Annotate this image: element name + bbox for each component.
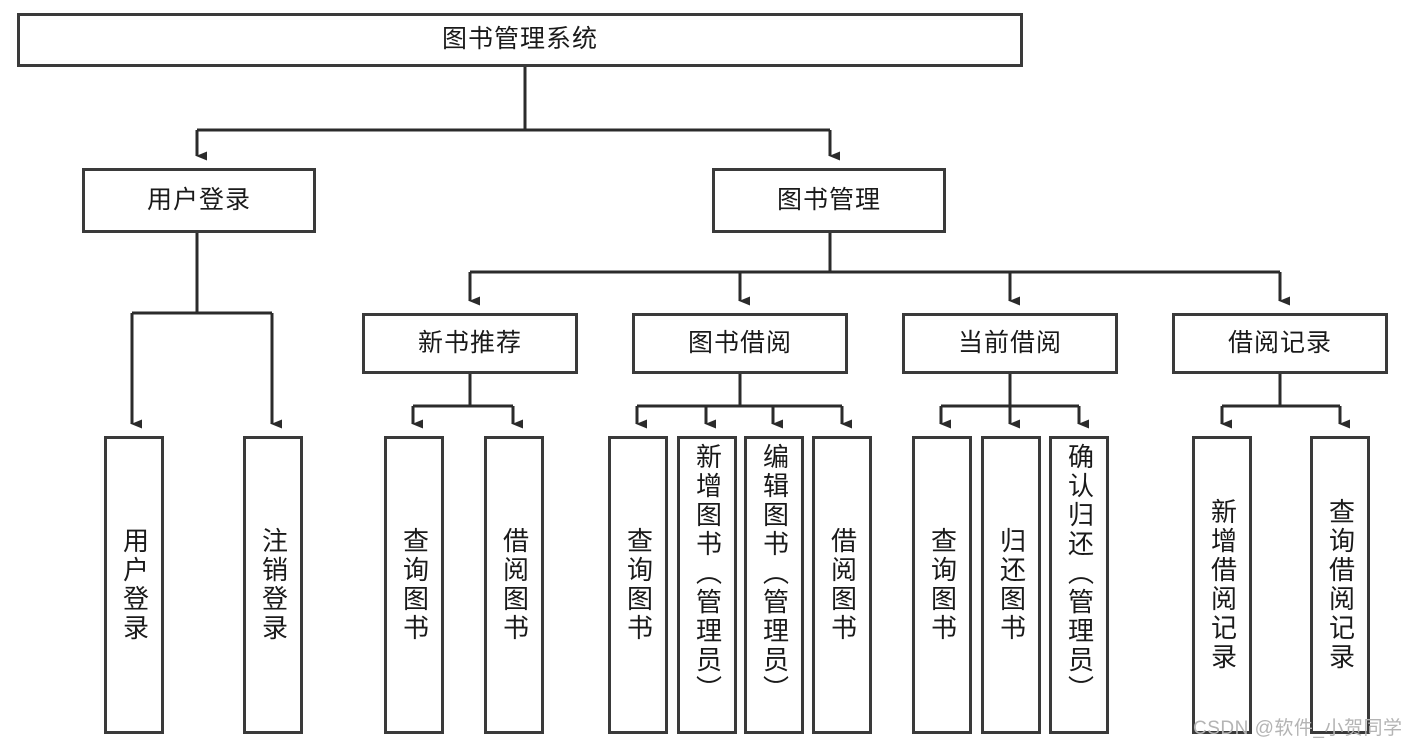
node-user-login[interactable]: 用户登录 (82, 168, 316, 233)
root-book-management-system[interactable]: 图书管理系统 (17, 13, 1023, 67)
leaf-query-book-2[interactable]: 查询图书 (608, 436, 668, 734)
node-book-borrow-label: 图书借阅 (687, 328, 792, 357)
leaf-add-borrow-record[interactable]: 新增借阅记录 (1192, 436, 1252, 734)
leaf-return-book[interactable]: 归还图书 (981, 436, 1041, 734)
leaf-confirm-return-admin-label: 确认归还（管理员） (1064, 443, 1095, 704)
leaf-edit-book-admin[interactable]: 编辑图书（管理员） (744, 436, 804, 734)
node-book-borrow[interactable]: 图书借阅 (632, 313, 848, 374)
node-new-book-recommendation[interactable]: 新书推荐 (362, 313, 578, 374)
leaf-borrow-book-1-label: 借阅图书 (499, 527, 530, 643)
node-current-borrow[interactable]: 当前借阅 (902, 313, 1118, 374)
leaf-user-login[interactable]: 用户登录 (104, 436, 164, 734)
leaf-edit-book-admin-label: 编辑图书（管理员） (759, 443, 790, 704)
leaf-query-book-2-label: 查询图书 (623, 527, 654, 643)
leaf-user-login-label: 用户登录 (119, 527, 150, 643)
leaf-query-book-1-label: 查询图书 (399, 527, 430, 643)
csdn-watermark: CSDN @软件_小贺同学 (1193, 718, 1403, 739)
leaf-add-borrow-record-label: 新增借阅记录 (1207, 498, 1238, 672)
leaf-query-book-3[interactable]: 查询图书 (912, 436, 972, 734)
leaf-add-book-admin[interactable]: 新增图书（管理员） (677, 436, 737, 734)
leaf-query-borrow-record[interactable]: 查询借阅记录 (1310, 436, 1370, 734)
node-user-login-label: 用户登录 (146, 185, 251, 214)
leaf-add-book-admin-label: 新增图书（管理员） (692, 443, 723, 704)
node-borrow-record-label: 借阅记录 (1227, 328, 1332, 357)
node-borrow-record[interactable]: 借阅记录 (1172, 313, 1388, 374)
leaf-confirm-return-admin[interactable]: 确认归还（管理员） (1049, 436, 1109, 734)
leaf-query-book-1[interactable]: 查询图书 (384, 436, 444, 734)
node-book-management[interactable]: 图书管理 (712, 168, 946, 233)
leaf-logout-label: 注销登录 (258, 527, 289, 643)
leaf-query-book-3-label: 查询图书 (927, 527, 958, 643)
node-book-management-label: 图书管理 (776, 185, 881, 214)
node-current-borrow-label: 当前借阅 (957, 328, 1062, 357)
node-new-book-recommendation-label: 新书推荐 (417, 328, 522, 357)
leaf-borrow-book-2-label: 借阅图书 (827, 527, 858, 643)
leaf-borrow-book-1[interactable]: 借阅图书 (484, 436, 544, 734)
root-label: 图书管理系统 (441, 25, 598, 54)
leaf-logout[interactable]: 注销登录 (243, 436, 303, 734)
leaf-borrow-book-2[interactable]: 借阅图书 (812, 436, 872, 734)
leaf-return-book-label: 归还图书 (996, 527, 1027, 643)
leaf-query-borrow-record-label: 查询借阅记录 (1325, 498, 1356, 672)
